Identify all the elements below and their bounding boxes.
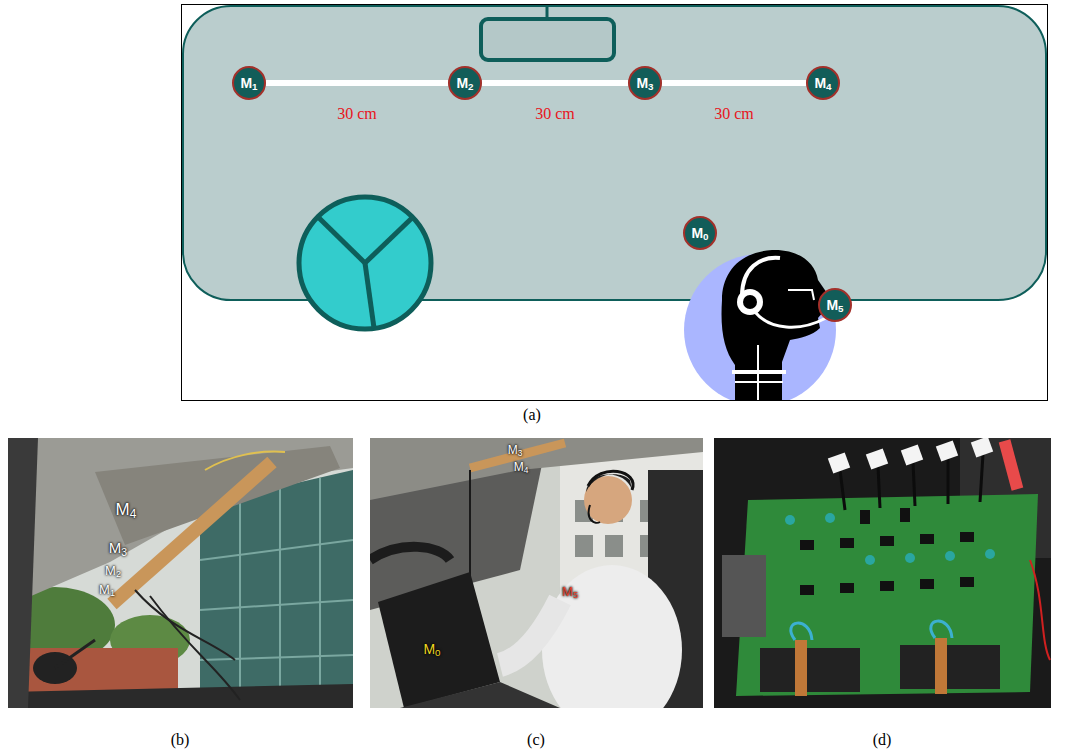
steering-wheel [299,197,431,329]
panel-label: (a) [523,406,541,424]
microphone-node: M4 [806,66,840,100]
mic-label: M4 [116,501,137,520]
mic-label: M1 [99,583,115,597]
mic-label: M5 [562,585,578,599]
photo-c [370,438,703,708]
microphone-node: M2 [448,66,482,100]
photo-d [714,438,1051,708]
node-text: M0 [691,226,708,240]
driver-head [684,250,836,400]
microphone-node: M3 [628,66,662,100]
dimension-label: 30 cm [714,105,754,123]
mic-label: M0 [423,642,440,657]
node-text: M3 [636,76,653,90]
panel-label: (d) [873,731,892,749]
mic-label: M3 [109,540,127,557]
mic-label: M3 [508,444,523,457]
panel-label: (c) [527,731,545,749]
node-text: M5 [826,298,843,312]
photo-b [8,438,353,708]
mic-label: M2 [105,564,121,578]
mic-bar [662,80,806,86]
dimension-label: 30 cm [535,105,575,123]
panel-label: (b) [171,731,190,749]
mic-bar [482,80,628,86]
dimension-label: 30 cm [337,105,377,123]
panel-frame [182,5,1048,401]
node-text: M4 [814,76,831,90]
node-text: M1 [240,76,257,90]
microphone-node: M1 [232,66,266,100]
mic-bar [266,80,448,86]
mirror-stem [546,5,549,19]
microphone-node: M0 [683,216,717,250]
node-text: M2 [456,76,473,90]
rear-view-mirror [481,19,614,60]
microphone-node: M5 [818,288,852,322]
mic-label: M4 [514,461,529,474]
